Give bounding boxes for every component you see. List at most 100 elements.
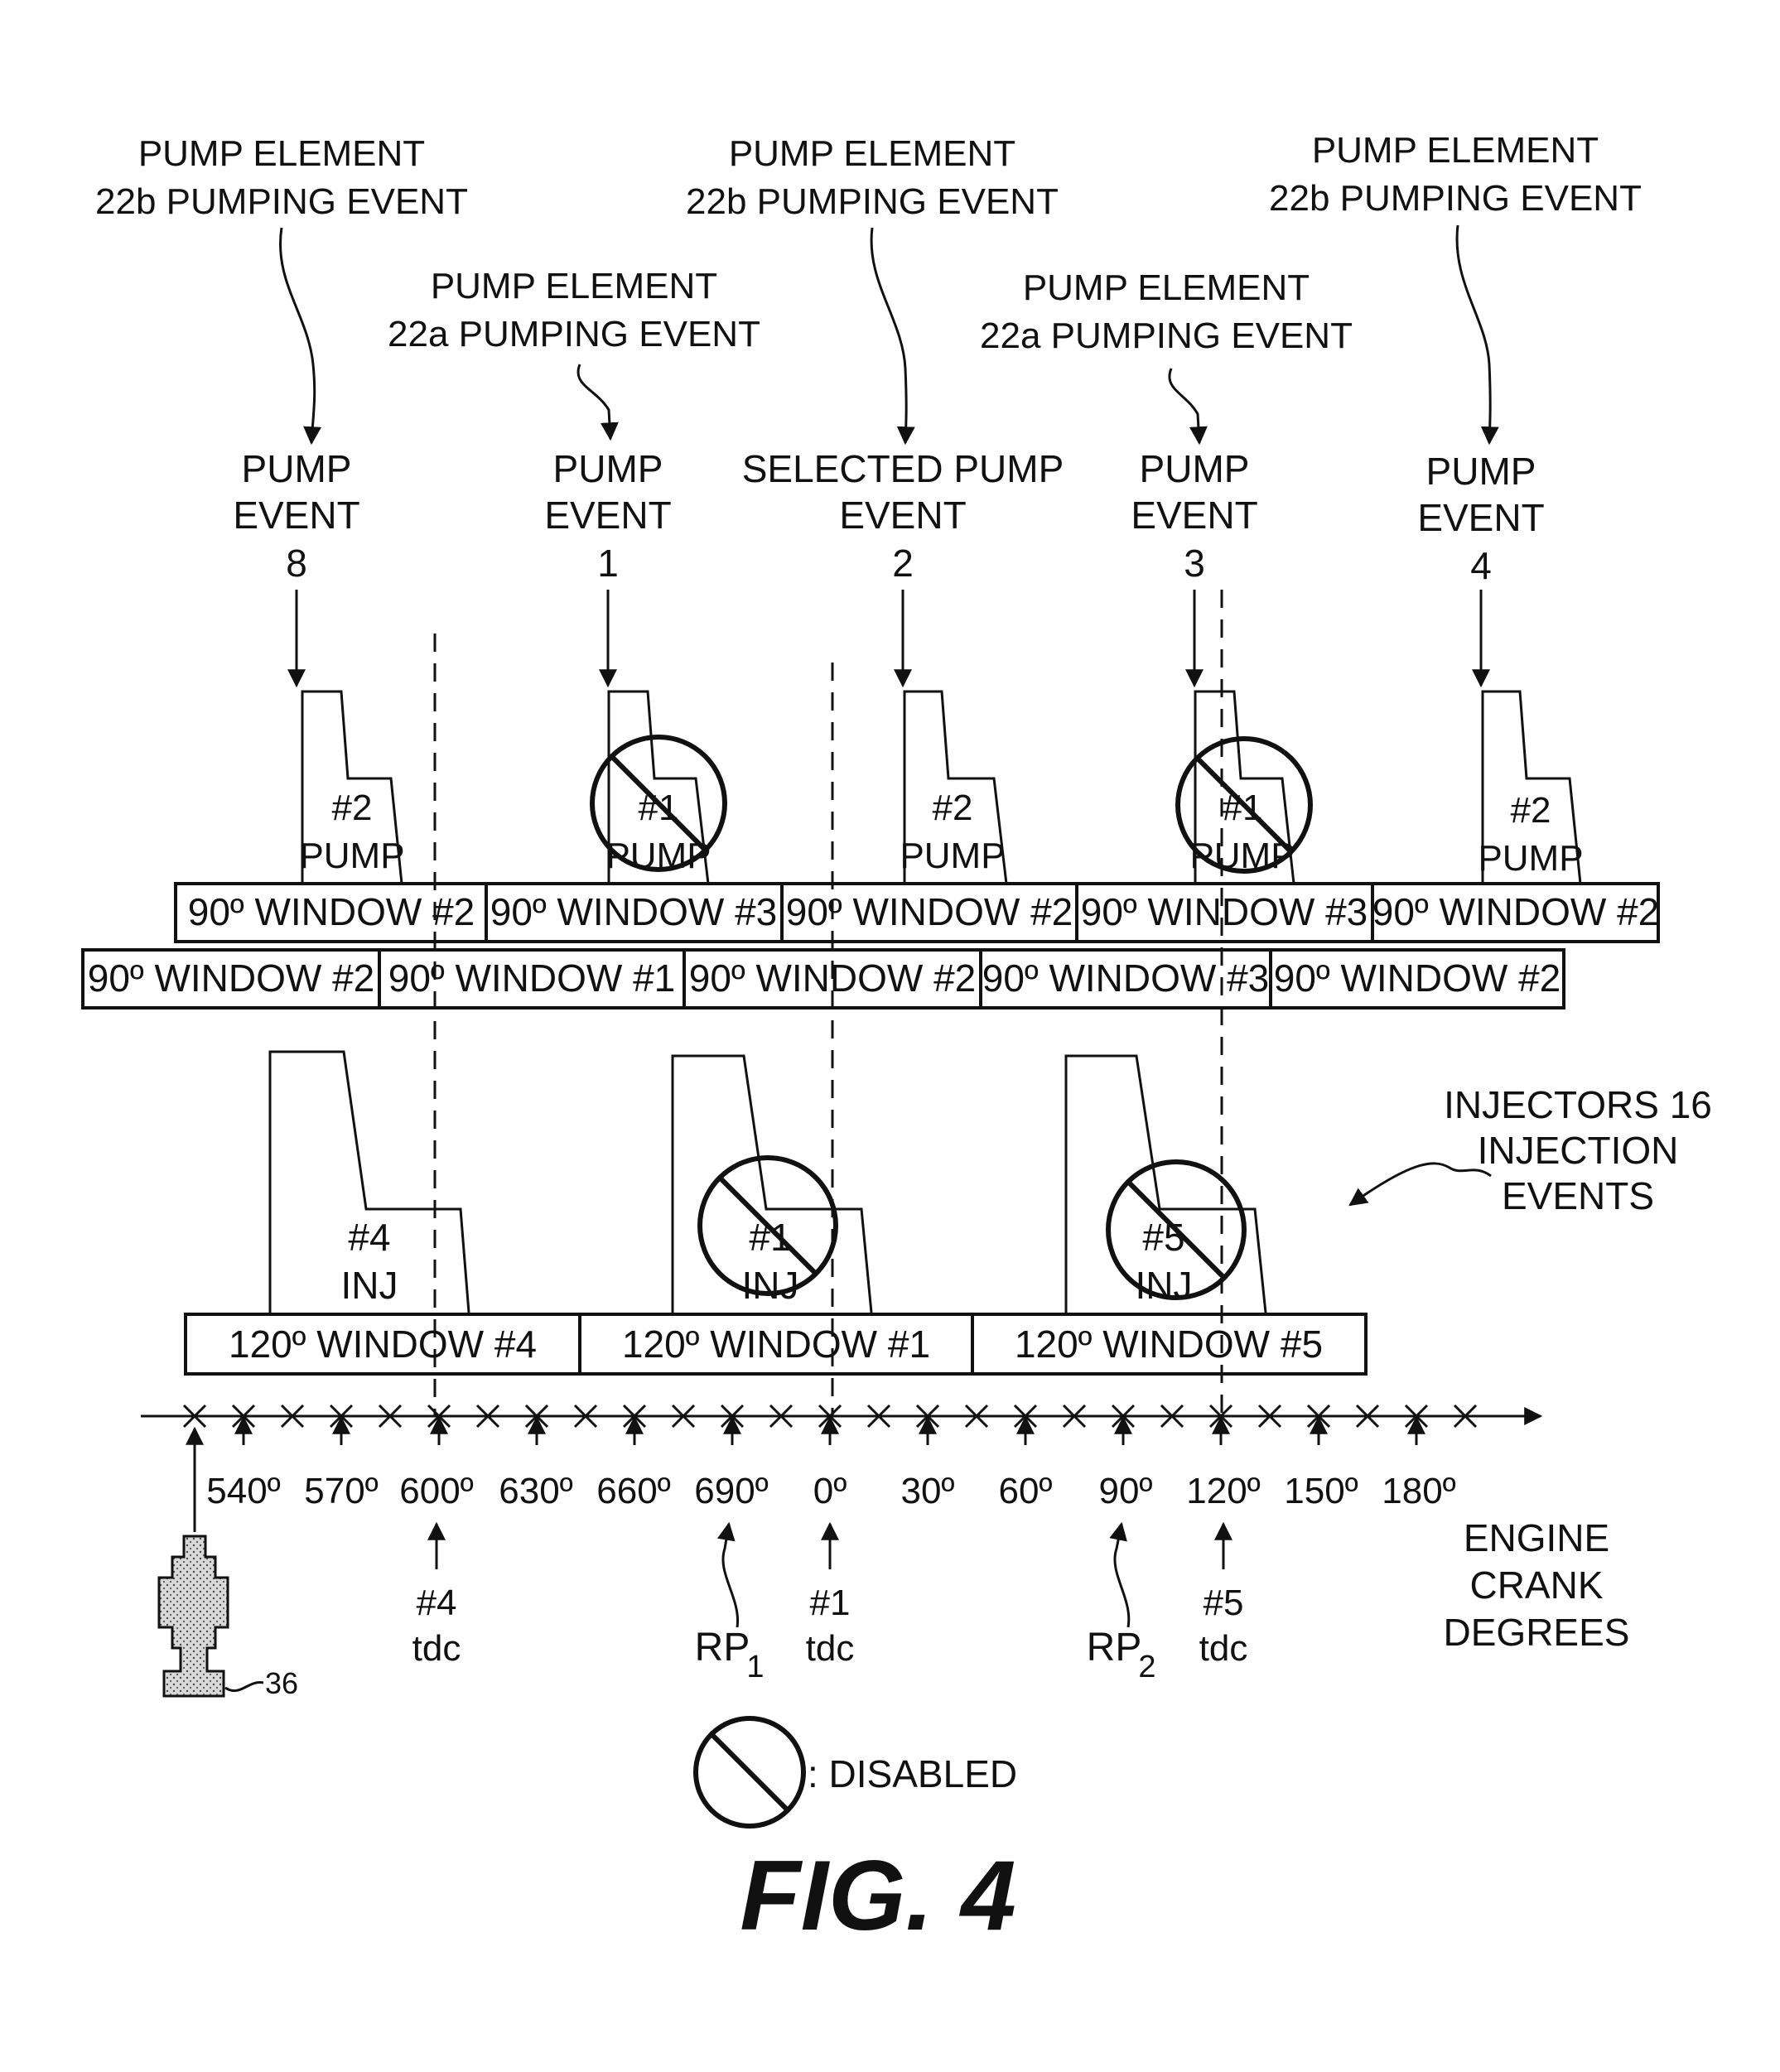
pump-element-1-line2: 22b PUMPING EVENT [95, 181, 468, 222]
window-120-row: 120º WINDOW #4 120º WINDOW #1 120º WINDO… [186, 1314, 1366, 1374]
window-90: 90º WINDOW #1 [379, 950, 684, 1008]
pump-element-5-line2: 22b PUMPING EVENT [1269, 178, 1642, 219]
pump-event-3: PUMP EVENT 3 [1131, 447, 1257, 585]
tdc-5-number: #5 [1204, 1583, 1244, 1623]
window-row-2: 90º WINDOW #2 90º WINDOW #1 90º WINDOW #… [83, 950, 1564, 1008]
window-90-label: 90º WINDOW #2 [188, 890, 475, 933]
tdc-4-text: tdc [412, 1628, 461, 1669]
window-120-label: 120º WINDOW #1 [622, 1323, 930, 1366]
pump-element-label-5: PUMP ELEMENT 22b PUMPING EVENT [1269, 130, 1642, 219]
pump-element-3-line1: PUMP ELEMENT [729, 133, 1015, 174]
window-90-label: 90º WINDOW #2 [1274, 956, 1561, 1000]
axis-title-line2: CRANK [1469, 1564, 1603, 1607]
rp1-label: RP 1 [695, 1524, 765, 1684]
pump-element-2-line1: PUMP ELEMENT [431, 266, 717, 306]
pump-shape-2-b-number: #2 [933, 788, 973, 828]
injector-shape-1: #1 INJ [673, 1056, 871, 1313]
window-90: 90º WINDOW #2 [1372, 884, 1660, 942]
tdc-label-4: #4 tdc [412, 1524, 461, 1669]
window-90: 90º WINDOW #2 [176, 884, 486, 942]
injector-shape-5: #5 INJ [1066, 1056, 1266, 1313]
pump-event-4-line2: EVENT [1417, 496, 1544, 539]
pump-element-label-3: PUMP ELEMENT 22b PUMPING EVENT [686, 133, 1059, 222]
injector-shape-4: #4 INJ [270, 1052, 469, 1313]
crank-tick-label: 150º [1284, 1471, 1358, 1511]
pump-element-label-2: PUMP ELEMENT 22a PUMPING EVENT [388, 266, 760, 354]
pump-shape-2-c: #2 PUMP [1478, 691, 1583, 884]
pump-shape-1-b-number: #1 [1223, 788, 1263, 828]
pump-event-4: PUMP EVENT 4 [1417, 450, 1544, 587]
pump-shape-2-a: #2 PUMP [299, 691, 404, 884]
pump-element-label-1: PUMP ELEMENT 22b PUMPING EVENT [95, 133, 468, 222]
injector-shape-5-number: #5 [1142, 1216, 1184, 1259]
pump-shape-1-b: #1 PUMP [1178, 691, 1310, 884]
pump-element-3-arrow [871, 228, 906, 443]
pump-element-4-arrow [1170, 369, 1199, 443]
tdc-5-text: tdc [1199, 1628, 1248, 1669]
rp2-base: RP [1087, 1626, 1142, 1670]
sensor-ref-number: 36 [265, 1666, 298, 1700]
window-120: 120º WINDOW #4 [186, 1314, 580, 1374]
pump-element-4-line2: 22a PUMPING EVENT [980, 316, 1353, 356]
pump-event-4-number: 4 [1470, 544, 1492, 587]
tdc-1-number: #1 [810, 1583, 851, 1623]
injector-shape-5-label: INJ [1136, 1264, 1193, 1307]
pump-event-8-line1: PUMP [242, 447, 352, 490]
window-90: 90º WINDOW #2 [83, 950, 379, 1008]
crank-tick-label: 0º [813, 1471, 847, 1511]
crank-tick-arrows [244, 1418, 1416, 1445]
pump-event-1: PUMP EVENT 1 [544, 447, 671, 585]
pump-shape-2-b-label: PUMP [900, 836, 1005, 876]
crank-tick-label: 540º [206, 1471, 280, 1511]
figure-title: FIG. 4 [740, 1840, 1015, 1951]
disabled-icon [696, 1718, 803, 1826]
window-90: 90º WINDOW #3 [1077, 884, 1372, 942]
pump-event-3-number: 3 [1184, 542, 1205, 585]
window-90-label: 90º WINDOW #2 [1372, 890, 1660, 933]
injectors-label-line2: INJECTION [1478, 1129, 1679, 1172]
window-90: 90º WINDOW #2 [782, 884, 1077, 942]
pump-event-8: PUMP EVENT 8 [233, 447, 359, 585]
pump-event-8-number: 8 [286, 542, 307, 585]
tdc-label-1: #1 tdc [806, 1524, 855, 1669]
pump-shape-2-a-number: #2 [332, 788, 373, 828]
crank-sensor: 36 [159, 1429, 298, 1700]
sensor-leader [225, 1683, 263, 1691]
pump-event-2-line1: SELECTED PUMP [742, 447, 1064, 490]
pump-shape-2-a-label: PUMP [299, 836, 404, 876]
injectors-label-line1: INJECTORS 16 [1444, 1083, 1712, 1126]
injector-shape-1-number: #1 [749, 1216, 791, 1259]
legend-text: : DISABLED [808, 1752, 1017, 1795]
pump-event-3-line1: PUMP [1140, 447, 1250, 490]
pump-element-5-line1: PUMP ELEMENT [1312, 130, 1599, 171]
tdc-label-5: #5 tdc [1199, 1524, 1248, 1669]
injector-shape-4-number: #4 [348, 1216, 390, 1259]
pump-element-3-line2: 22b PUMPING EVENT [686, 181, 1059, 222]
window-90-label: 90º WINDOW #2 [786, 890, 1073, 933]
pump-event-2: SELECTED PUMP EVENT 2 [742, 447, 1064, 585]
tdc-4-number: #4 [417, 1583, 457, 1623]
pump-event-1-number: 1 [597, 542, 619, 585]
pump-element-4-line1: PUMP ELEMENT [1023, 267, 1310, 308]
rp1-subscript: 1 [746, 1650, 764, 1684]
window-90-label: 90º WINDOW #1 [388, 956, 676, 1000]
crank-tick-label: 630º [499, 1471, 572, 1511]
window-row-1: 90º WINDOW #2 90º WINDOW #3 90º WINDOW #… [176, 884, 1659, 942]
window-90-label: 90º WINDOW #3 [1081, 890, 1368, 933]
tdc-1-text: tdc [806, 1628, 855, 1669]
pump-shape-1-a: #1 PUMP [592, 691, 725, 884]
pump-element-2-line2: 22a PUMPING EVENT [388, 314, 760, 354]
window-120: 120º WINDOW #5 [972, 1314, 1366, 1374]
window-90-label: 90º WINDOW #2 [88, 956, 375, 1000]
crank-tick-label: 180º [1382, 1471, 1455, 1511]
axis-title: ENGINE CRANK DEGREES [1444, 1516, 1630, 1654]
axis-title-line1: ENGINE [1464, 1516, 1609, 1559]
window-120-label: 120º WINDOW #4 [229, 1323, 537, 1366]
pump-element-5-arrow [1457, 225, 1490, 443]
window-90: 90º WINDOW #3 [486, 884, 782, 942]
pump-event-1-line1: PUMP [553, 447, 663, 490]
crank-axis: 540º 570º 600º 630º 660º 690º 0º 30º 60º… [141, 1405, 1541, 1511]
rp2-arrow [1115, 1524, 1129, 1627]
crank-tick-label: 660º [596, 1471, 670, 1511]
